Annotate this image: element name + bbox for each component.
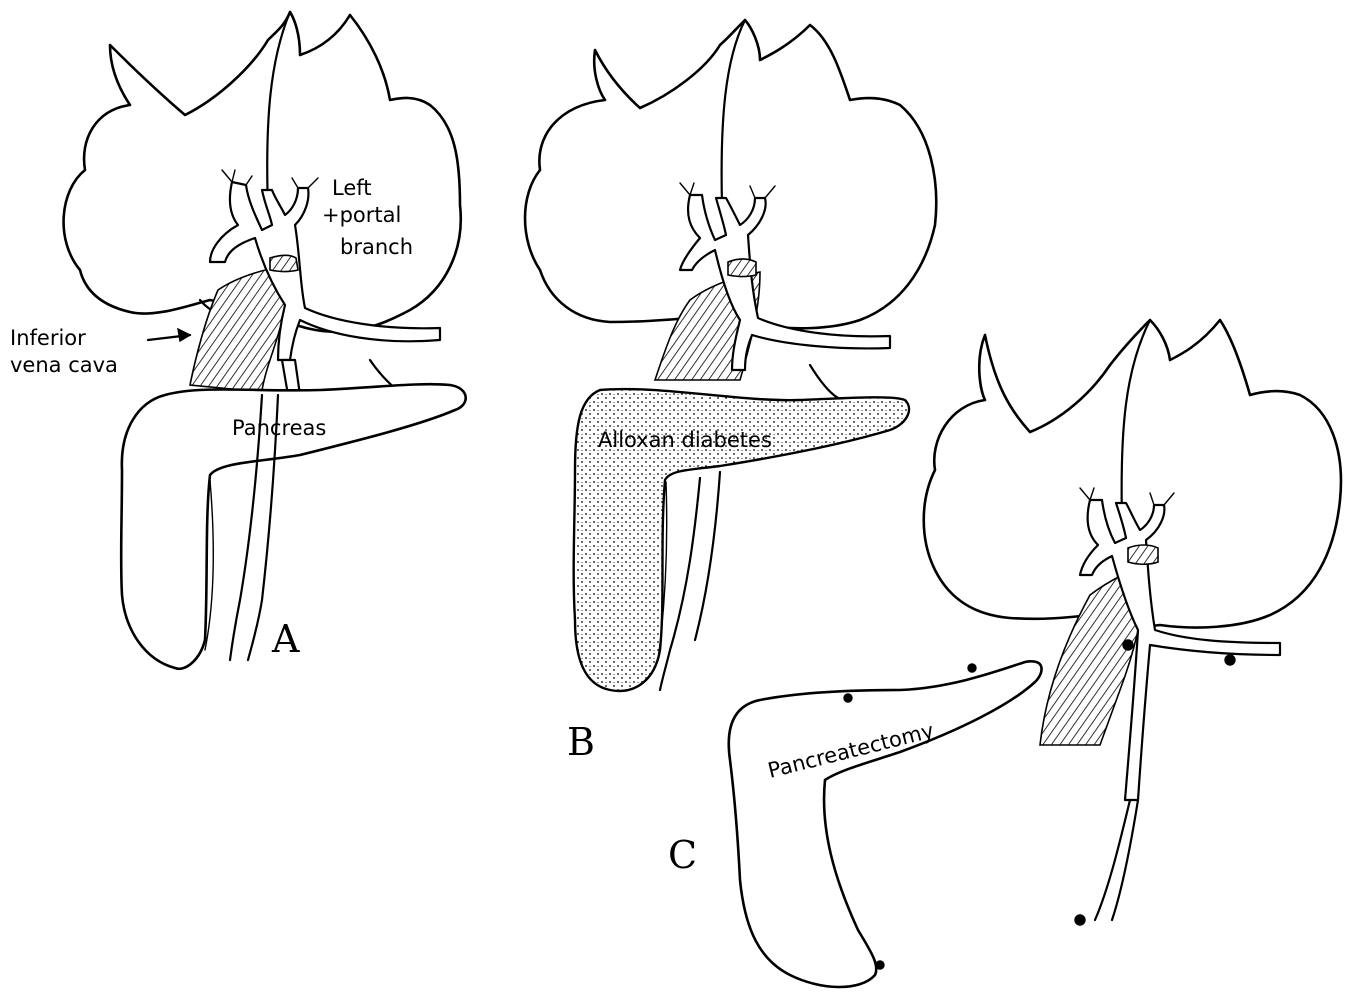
label-alloxan-diabetes: Alloxan diabetes — [598, 428, 772, 452]
ligature-tie — [876, 961, 884, 969]
label-left-portal-branch-2: +portal — [322, 203, 401, 227]
label-left-portal-branch-3: branch — [340, 235, 413, 259]
label-inferior-vena-cava-2: vena cava — [10, 353, 118, 377]
ligature-tie — [1123, 640, 1133, 650]
panel-letter-c: C — [668, 833, 697, 877]
pancreas-c — [729, 661, 1042, 987]
panel-letter-b: B — [567, 720, 595, 764]
panel-letter-a: A — [271, 617, 300, 661]
label-left-portal-branch-1: Left — [332, 176, 372, 200]
label-inferior-vena-cava-1: Inferior — [10, 326, 86, 350]
ligature-tie — [1075, 915, 1085, 925]
ligature-tie — [844, 694, 852, 702]
label-pancreas: Pancreas — [232, 416, 326, 440]
ligature-tie — [1225, 655, 1235, 665]
panel-b: Alloxan diabetes B — [525, 20, 936, 764]
panel-a: Left +portal branch Inferior vena cava P… — [10, 12, 466, 669]
ligature-tie — [968, 664, 976, 672]
